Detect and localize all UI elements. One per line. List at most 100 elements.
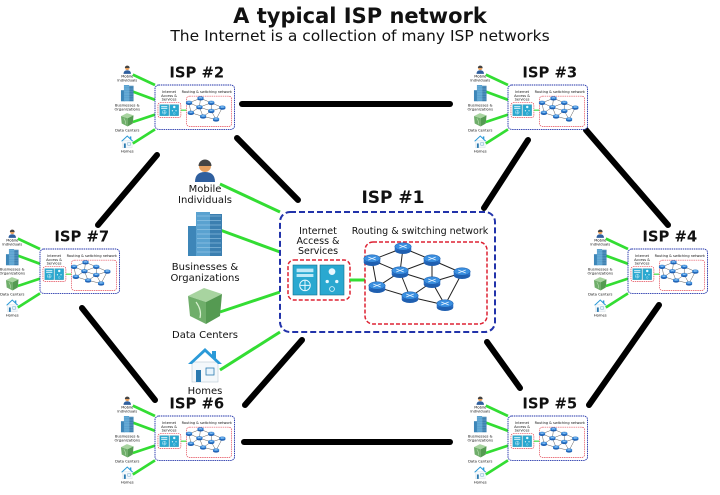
router-arrows (552, 97, 555, 99)
server-sun (645, 269, 649, 273)
access-link (17, 277, 41, 288)
routing-network-label: Routing & switching network (535, 421, 586, 425)
building-annex (593, 254, 598, 266)
router-icon (197, 96, 204, 101)
router-icon (368, 281, 386, 293)
person-icon (8, 229, 16, 238)
customer-label: Mobile (474, 75, 487, 79)
person-body (476, 401, 484, 405)
person-icon (123, 65, 131, 74)
switch-ports (514, 105, 521, 108)
server-ring (173, 443, 176, 446)
access-services-label: Access & (161, 425, 177, 429)
router-icon (561, 100, 568, 105)
building-tower (129, 85, 134, 102)
building-icon (120, 416, 134, 433)
customer-label: Data Centers (172, 330, 238, 341)
router-arrows (214, 118, 218, 120)
router-icon (572, 436, 579, 441)
routing-network-label: Routing & switching network (655, 254, 706, 258)
switch-body (169, 104, 179, 116)
router-icon (185, 431, 193, 436)
house-window (12, 306, 16, 310)
backbone-link (234, 135, 301, 203)
router-arrows (209, 432, 213, 434)
person-hair (597, 229, 603, 232)
router-arrows (94, 273, 98, 276)
switch-icon (512, 104, 522, 116)
person-hair (124, 65, 130, 68)
house-door (476, 474, 479, 479)
server-dot (528, 110, 530, 112)
access-link (219, 330, 281, 372)
router-icon (208, 439, 215, 445)
house-door (476, 143, 479, 148)
building-tower (602, 249, 607, 266)
customer-label: Businesses & (468, 434, 493, 438)
router-arrows (441, 301, 449, 306)
server-sun (172, 105, 176, 109)
router-arrows (105, 270, 109, 272)
building-tower (129, 416, 134, 433)
router-arrows (406, 293, 414, 298)
switch-ports (514, 436, 521, 439)
house-door (123, 474, 126, 479)
server-sun (172, 436, 176, 440)
access-link (132, 421, 156, 433)
router-icon (669, 269, 676, 274)
backbone-link (95, 152, 160, 228)
person-body (195, 172, 215, 182)
customer-label: Mobile (6, 239, 19, 243)
router-icon (185, 100, 193, 105)
router-icon (549, 105, 556, 110)
router-icon (552, 114, 560, 119)
isp-title: ISP #5 (522, 396, 577, 413)
router-icon (82, 260, 89, 265)
switch-ports (634, 271, 641, 274)
house-wall (595, 304, 606, 313)
person-body (8, 234, 16, 238)
router-icon (565, 117, 573, 122)
router-arrows (567, 449, 571, 451)
router-arrows (373, 283, 381, 288)
router-icon (572, 105, 579, 110)
router-arrows (396, 268, 404, 273)
person-icon (476, 65, 484, 74)
router-icon (199, 114, 207, 119)
person-hair (124, 396, 130, 399)
cube-top (5, 277, 19, 283)
server-switch-icon (169, 104, 179, 116)
house-window (127, 473, 131, 477)
access-link (132, 444, 156, 455)
router-arrows (672, 261, 675, 263)
datacenter-cube-icon (120, 444, 134, 458)
access-services-label: Access & (634, 258, 650, 262)
server-dot (171, 110, 174, 112)
router-arrows (86, 279, 90, 281)
cube-texture (476, 449, 479, 456)
access-services-label: Internet (635, 254, 650, 258)
cube-left (473, 447, 481, 458)
router-arrows (554, 115, 558, 117)
backbone-links (79, 101, 671, 445)
router-icon (212, 117, 220, 122)
house-door (596, 307, 599, 312)
switch-ports (161, 438, 168, 441)
datacenter-cube-icon (5, 277, 19, 291)
switch-star-lines (47, 274, 52, 279)
person-body (596, 234, 604, 238)
access-services-label: Access & (161, 94, 177, 98)
building-annex (120, 90, 125, 102)
router-arrows (209, 101, 213, 103)
person-body (476, 70, 484, 74)
access-link (17, 254, 41, 266)
datacenter-cube-icon (593, 277, 607, 291)
router-arrows (693, 270, 697, 272)
access-services-label: Services (47, 262, 62, 266)
switch-body (522, 435, 532, 447)
router-arrows (368, 256, 376, 261)
router-icon (540, 441, 548, 446)
